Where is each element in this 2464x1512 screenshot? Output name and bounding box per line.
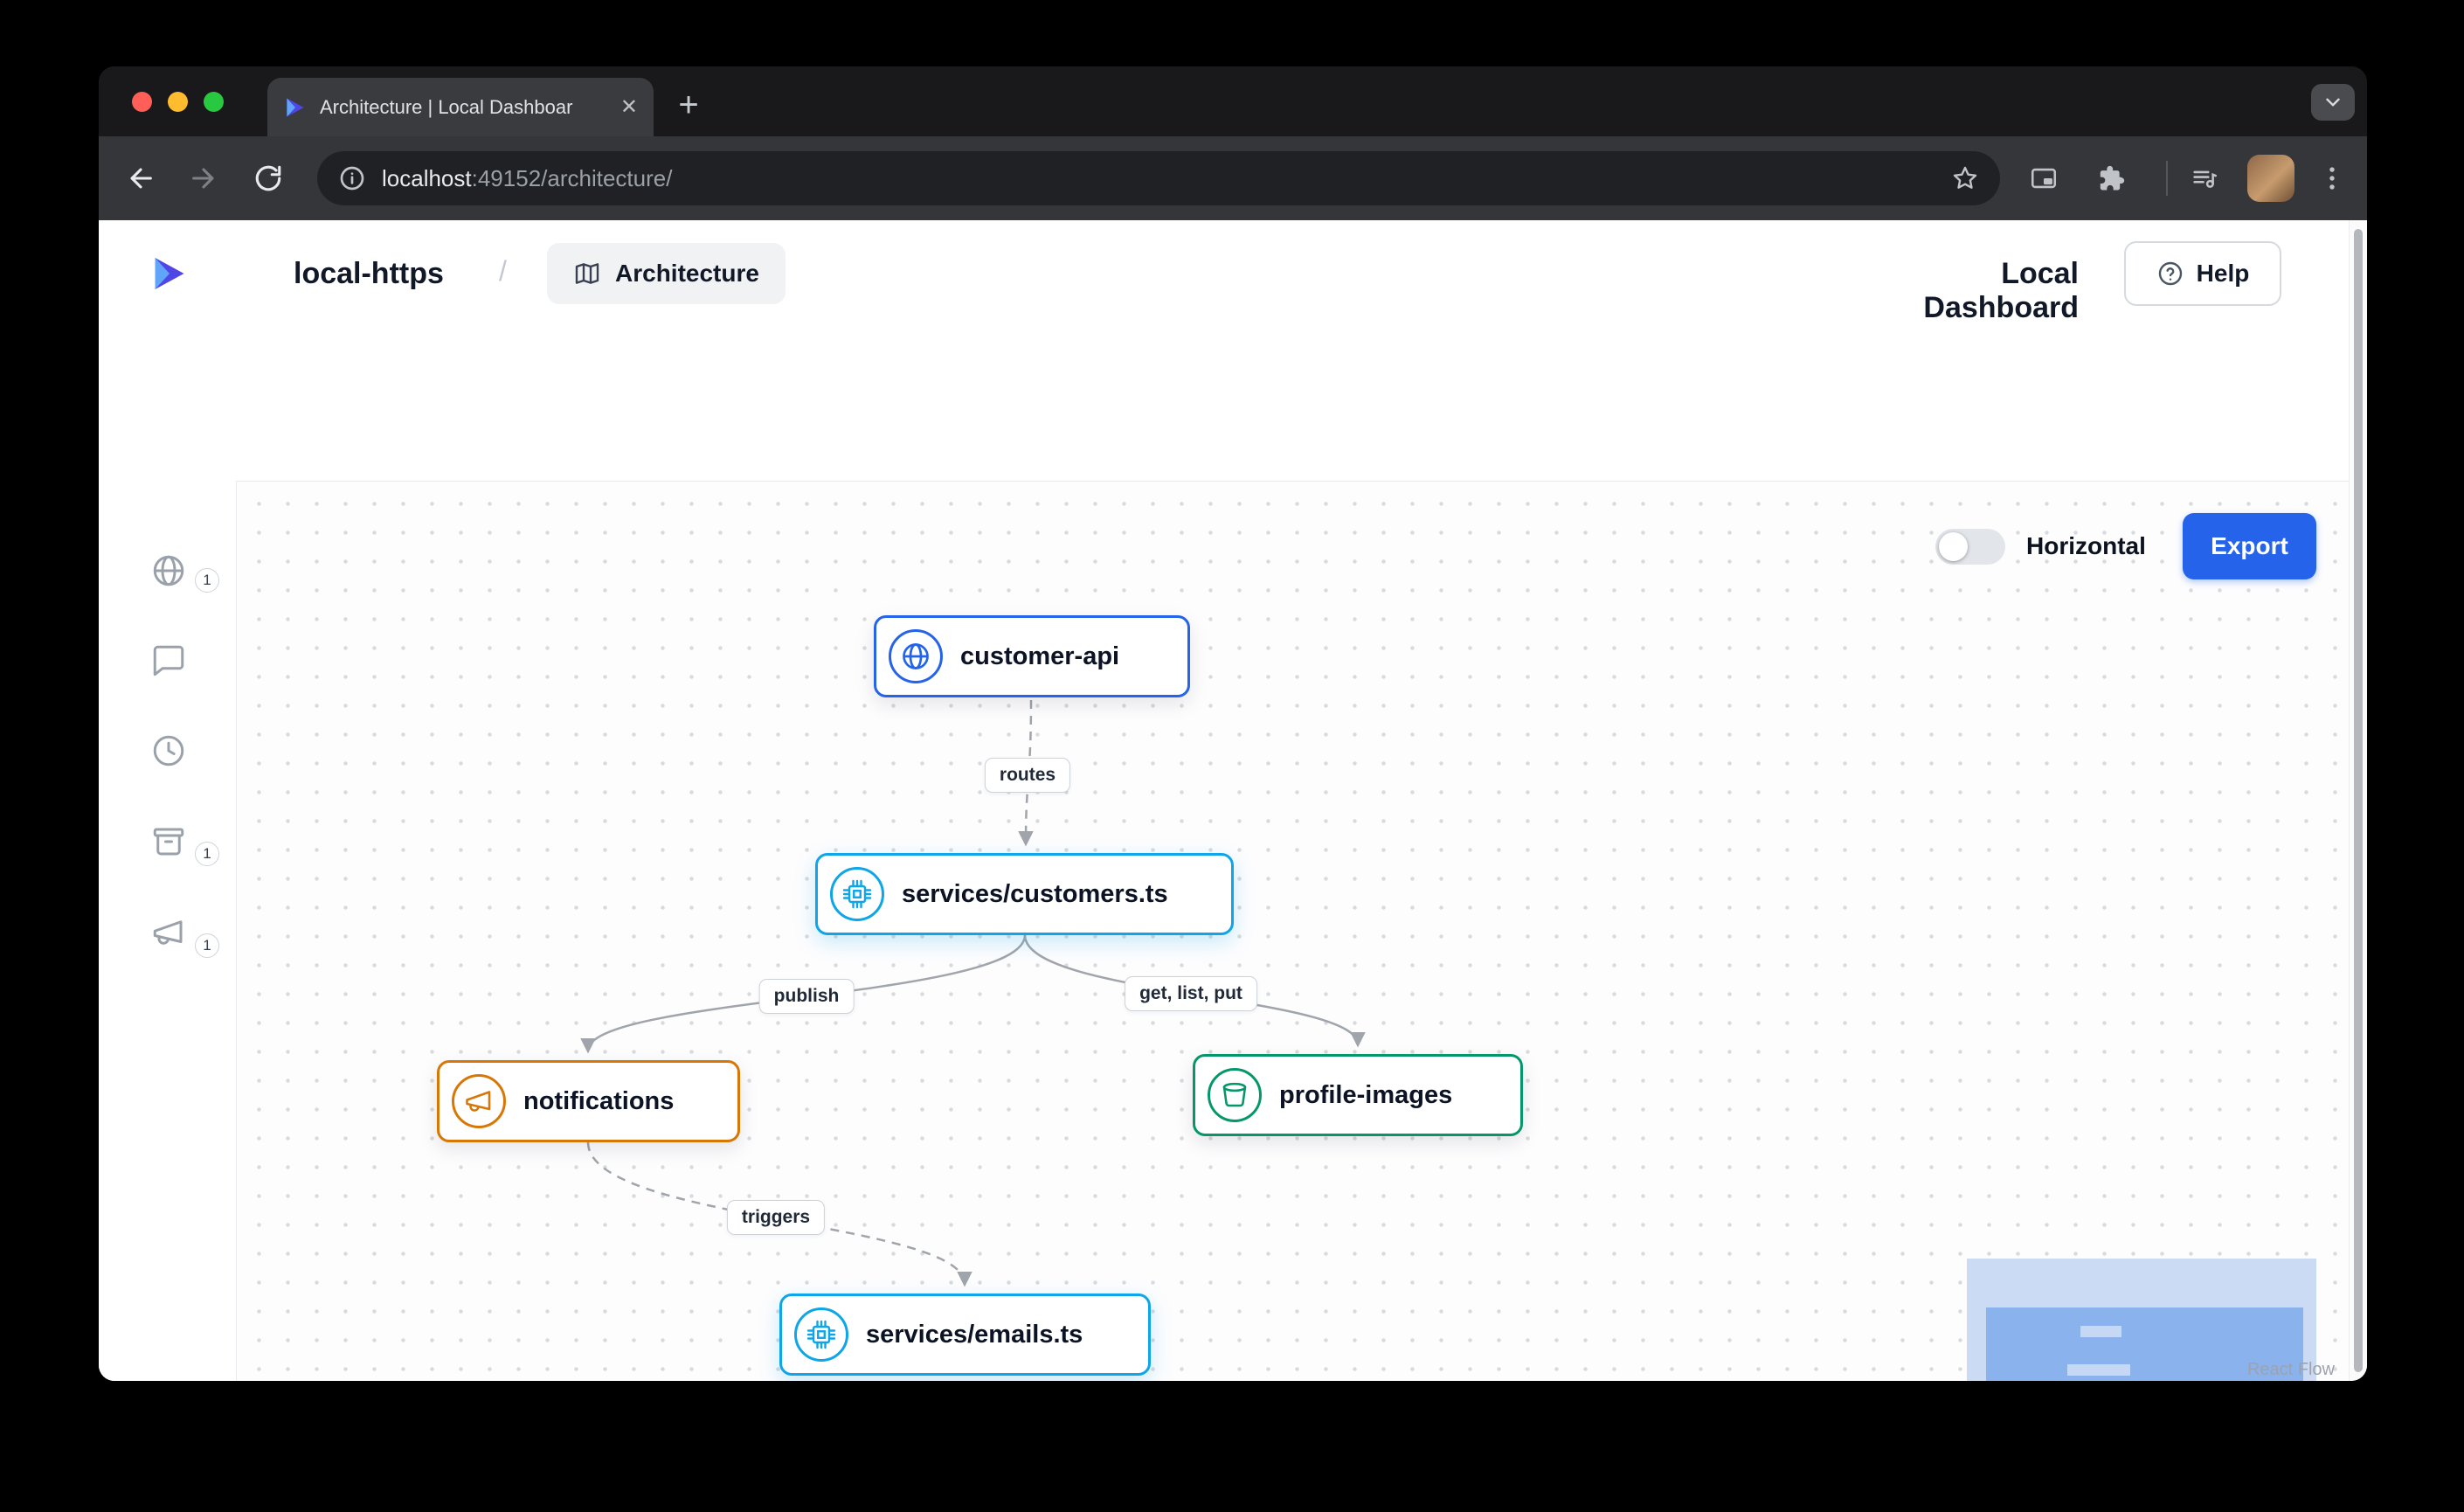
globe-icon: [889, 629, 943, 683]
node-notifications[interactable]: notifications: [437, 1060, 740, 1142]
node-label: notifications: [523, 1086, 675, 1115]
project-name: local-https: [294, 257, 444, 290]
edge-label-get-list-put: get, list, put: [1125, 976, 1257, 1011]
export-button[interactable]: Export: [2183, 513, 2316, 579]
minimize-window-button[interactable]: [168, 92, 188, 112]
sidebar-badge-api: 1: [195, 568, 219, 593]
edge-label-triggers: triggers: [726, 1200, 826, 1235]
map-icon: [575, 263, 599, 284]
edge-label-routes: routes: [984, 758, 1071, 793]
forward-arrow-icon: [192, 168, 214, 189]
react-flow-attribution: React Flow: [2246, 1360, 2335, 1379]
node-label: customer-api: [960, 642, 1120, 670]
three-dots-icon: [2329, 167, 2335, 190]
forward-button[interactable]: [184, 159, 223, 198]
flow-minimap[interactable]: [1967, 1259, 2316, 1381]
chip-icon: [794, 1307, 848, 1362]
node-customer-api[interactable]: customer-api: [874, 615, 1190, 697]
clock-icon: [153, 735, 184, 766]
page-scrollbar: [2349, 220, 2367, 1381]
browser-titlebar: Architecture | Local Dashboar ✕ +: [99, 66, 2367, 136]
close-tab-icon[interactable]: ✕: [619, 94, 638, 119]
minimap-node: [2080, 1326, 2121, 1337]
reload-button[interactable]: [249, 159, 287, 198]
flow-edges: [580, 699, 1366, 1287]
sidebar-badge-storage: 1: [195, 842, 219, 866]
app-header: local-https / Architecture Local Dashboa…: [99, 220, 2367, 327]
bucket-icon: [1208, 1068, 1262, 1122]
browser-navbar: localhost:49152/architecture/: [99, 136, 2367, 220]
bookmark-star-icon[interactable]: [1951, 164, 1979, 192]
site-info-icon[interactable]: [338, 164, 366, 192]
browser-menu-button[interactable]: [2313, 159, 2351, 198]
archive-icon: [153, 828, 184, 856]
node-services-customers[interactable]: services/customers.ts: [815, 853, 1234, 935]
node-services-emails[interactable]: services/emails.ts: [779, 1294, 1151, 1376]
breadcrumb-separator: /: [499, 255, 507, 287]
url-text: localhost:49152/architecture/: [382, 165, 1935, 192]
scrollbar-thumb[interactable]: [2354, 229, 2363, 1372]
architecture-button-label: Architecture: [615, 260, 759, 287]
address-bar[interactable]: localhost:49152/architecture/: [317, 151, 2000, 205]
maximize-window-button[interactable]: [204, 92, 224, 112]
minimap-node: [2067, 1364, 2130, 1376]
sidebar-item-storage[interactable]: [150, 823, 187, 860]
node-label: services/emails.ts: [866, 1320, 1083, 1349]
node-label: services/customers.ts: [902, 879, 1168, 908]
reload-icon: [255, 165, 281, 191]
puzzle-icon: [2100, 165, 2125, 191]
chevron-down-icon: [2326, 98, 2340, 107]
sidebar-item-traces[interactable]: [150, 642, 187, 679]
horizontal-toggle[interactable]: [1935, 529, 2005, 565]
url-path: :49152/architecture/: [471, 164, 673, 191]
megaphone-icon: [452, 1074, 506, 1128]
sidebar-badge-pubsub: 1: [195, 933, 219, 958]
sidebar-item-history[interactable]: [150, 732, 187, 769]
toolbar-separator: [2166, 161, 2168, 196]
sidebar-item-pubsub[interactable]: [150, 914, 187, 951]
dashboard-title: Local Dashboard: [1923, 257, 2079, 324]
megaphone-icon: [153, 920, 183, 945]
chat-icon: [153, 645, 184, 676]
help-button[interactable]: Help: [2124, 241, 2281, 306]
node-profile-images[interactable]: profile-images: [1193, 1054, 1523, 1136]
new-tab-button[interactable]: +: [678, 86, 699, 124]
playlist-icon: [2193, 170, 2218, 188]
profile-avatar[interactable]: [2247, 155, 2294, 202]
picture-in-picture-icon: [2031, 168, 2057, 189]
edge-label-publish: publish: [758, 979, 855, 1014]
media-playlist-button[interactable]: [2185, 159, 2224, 198]
url-host: localhost: [382, 164, 472, 191]
back-button[interactable]: [121, 159, 160, 198]
encore-favicon-icon: [287, 98, 304, 116]
encore-logo-icon: [155, 258, 184, 289]
browser-window: Architecture | Local Dashboar ✕ +: [99, 66, 2367, 1381]
extensions-button[interactable]: [2091, 159, 2129, 198]
help-circle-icon: [2158, 261, 2182, 286]
dashboard-page: local-https / Architecture Local Dashboa…: [99, 220, 2367, 1381]
sidebar-item-api-explorer[interactable]: [150, 552, 187, 589]
architecture-canvas[interactable]: routes publish get, list, put triggers c…: [236, 481, 2350, 1381]
help-button-label: Help: [2196, 260, 2250, 287]
back-arrow-icon: [130, 168, 152, 189]
close-window-button[interactable]: [132, 92, 152, 112]
toggle-knob: [1939, 532, 1968, 561]
node-label: profile-images: [1279, 1080, 1453, 1109]
tab-search-chevron-button[interactable]: [2311, 84, 2355, 121]
globe-icon: [153, 555, 184, 586]
minimap-viewport: [1986, 1307, 2303, 1381]
chip-icon: [830, 867, 884, 921]
architecture-tab-button[interactable]: Architecture: [547, 243, 786, 304]
tab-title: Architecture | Local Dashboar: [320, 95, 573, 118]
browser-tab-architecture[interactable]: Architecture | Local Dashboar ✕: [267, 78, 654, 136]
sidebar-rail: 1 1 1: [99, 481, 236, 1381]
horizontal-toggle-label: Horizontal: [2026, 532, 2146, 559]
picture-in-picture-button[interactable]: [2024, 159, 2063, 198]
